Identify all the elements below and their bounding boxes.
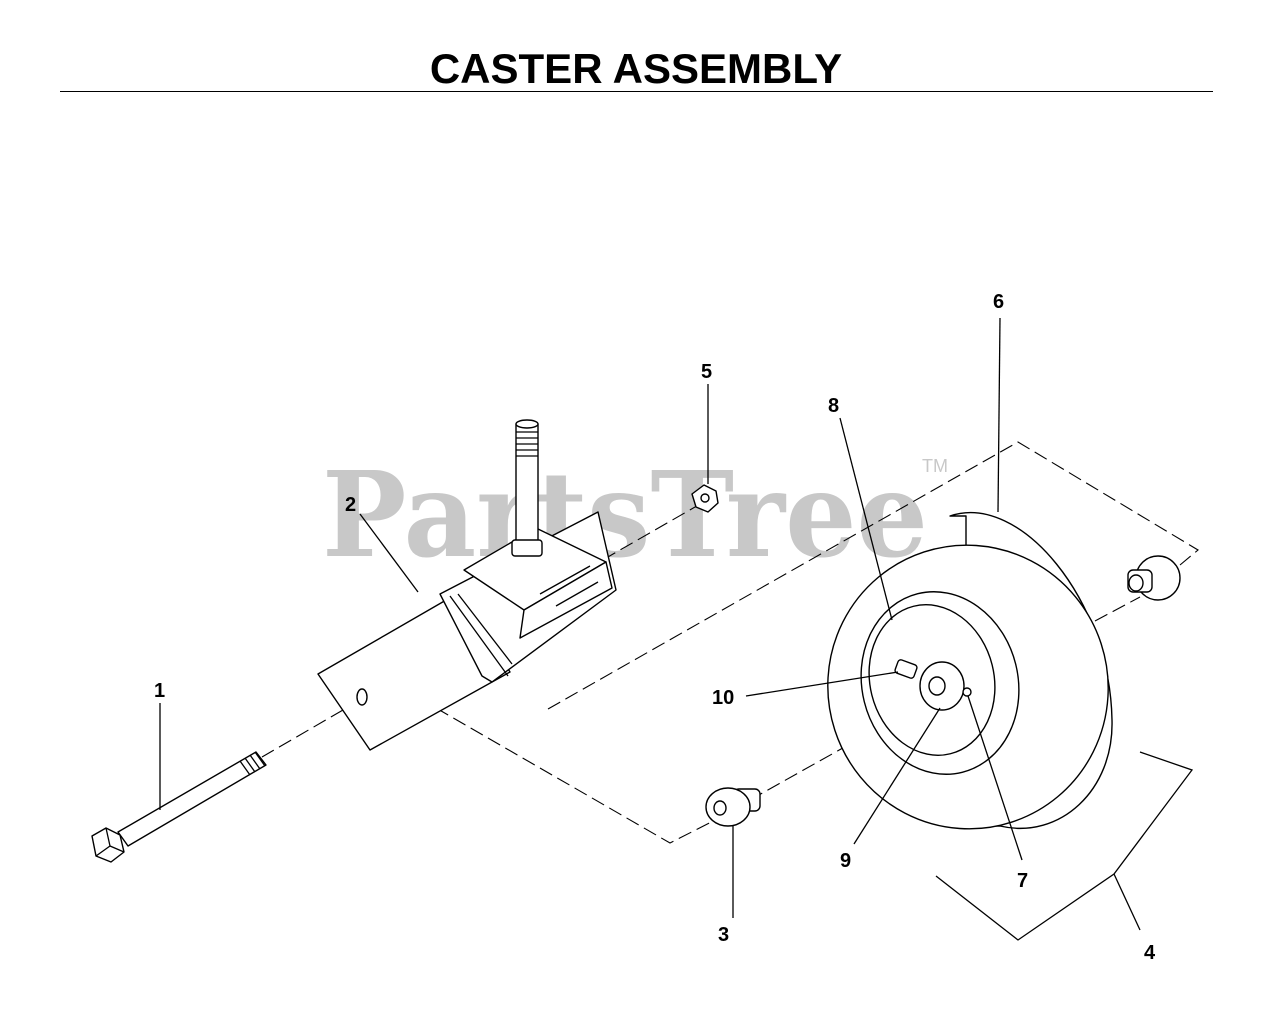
watermark: PartsTree TM [322, 445, 948, 584]
stem-grooves [516, 431, 538, 457]
callout-6: 6 [993, 291, 1004, 313]
watermark-text: PartsTree [322, 445, 928, 584]
caster-fork-part [317, 419, 617, 751]
bearing-inner [928, 676, 946, 696]
axle-line-upper [547, 441, 1199, 710]
bolt-insert-line [261, 709, 344, 758]
spacer-right-hole [1128, 574, 1144, 592]
grease-fitting [894, 659, 918, 679]
callout-1: 1 [154, 680, 165, 702]
leader-9 [853, 707, 941, 845]
callout-7: 7 [1017, 870, 1028, 892]
callout-3: 3 [718, 924, 729, 946]
leader-2 [359, 513, 419, 593]
fork-axle-hole [356, 688, 368, 706]
page-title: CASTER ASSEMBLY [429, 45, 843, 92]
set-screw [962, 687, 972, 697]
axle-line-lower [435, 707, 726, 844]
leader-7 [967, 695, 1023, 861]
bolt-line-right [1094, 596, 1141, 622]
callout-8: 8 [828, 395, 839, 417]
callout-5: 5 [701, 361, 712, 383]
bolt-shank [117, 751, 267, 847]
callouts: 1 2 3 4 5 6 7 8 9 10 [154, 291, 1156, 964]
title-rule [60, 91, 1213, 92]
leader-8 [839, 417, 893, 621]
spacer-left-hole [713, 800, 727, 816]
bolt-threads [239, 751, 266, 776]
callout-9: 9 [840, 850, 851, 872]
watermark-trademark: TM [922, 456, 948, 476]
fork-stem [515, 423, 539, 549]
nut-part [691, 484, 719, 513]
nut-line [579, 502, 703, 574]
leader-10 [745, 671, 899, 697]
callout-2: 2 [345, 494, 356, 516]
leader-4 [1113, 873, 1141, 931]
leader-6 [997, 317, 1001, 513]
bolt-part [91, 751, 267, 863]
leader-lines [159, 317, 1141, 931]
wheel-part [827, 511, 1113, 830]
stem-top [515, 419, 539, 429]
callout-4: 4 [1144, 942, 1156, 964]
stem-collar [511, 539, 543, 557]
assembly-lines [261, 441, 1199, 844]
spacer-left-body [705, 787, 751, 827]
spacer-right-part [1127, 555, 1181, 601]
nut-hole [700, 493, 710, 503]
callout-10: 10 [712, 687, 734, 709]
spacer-left-part [705, 787, 761, 827]
